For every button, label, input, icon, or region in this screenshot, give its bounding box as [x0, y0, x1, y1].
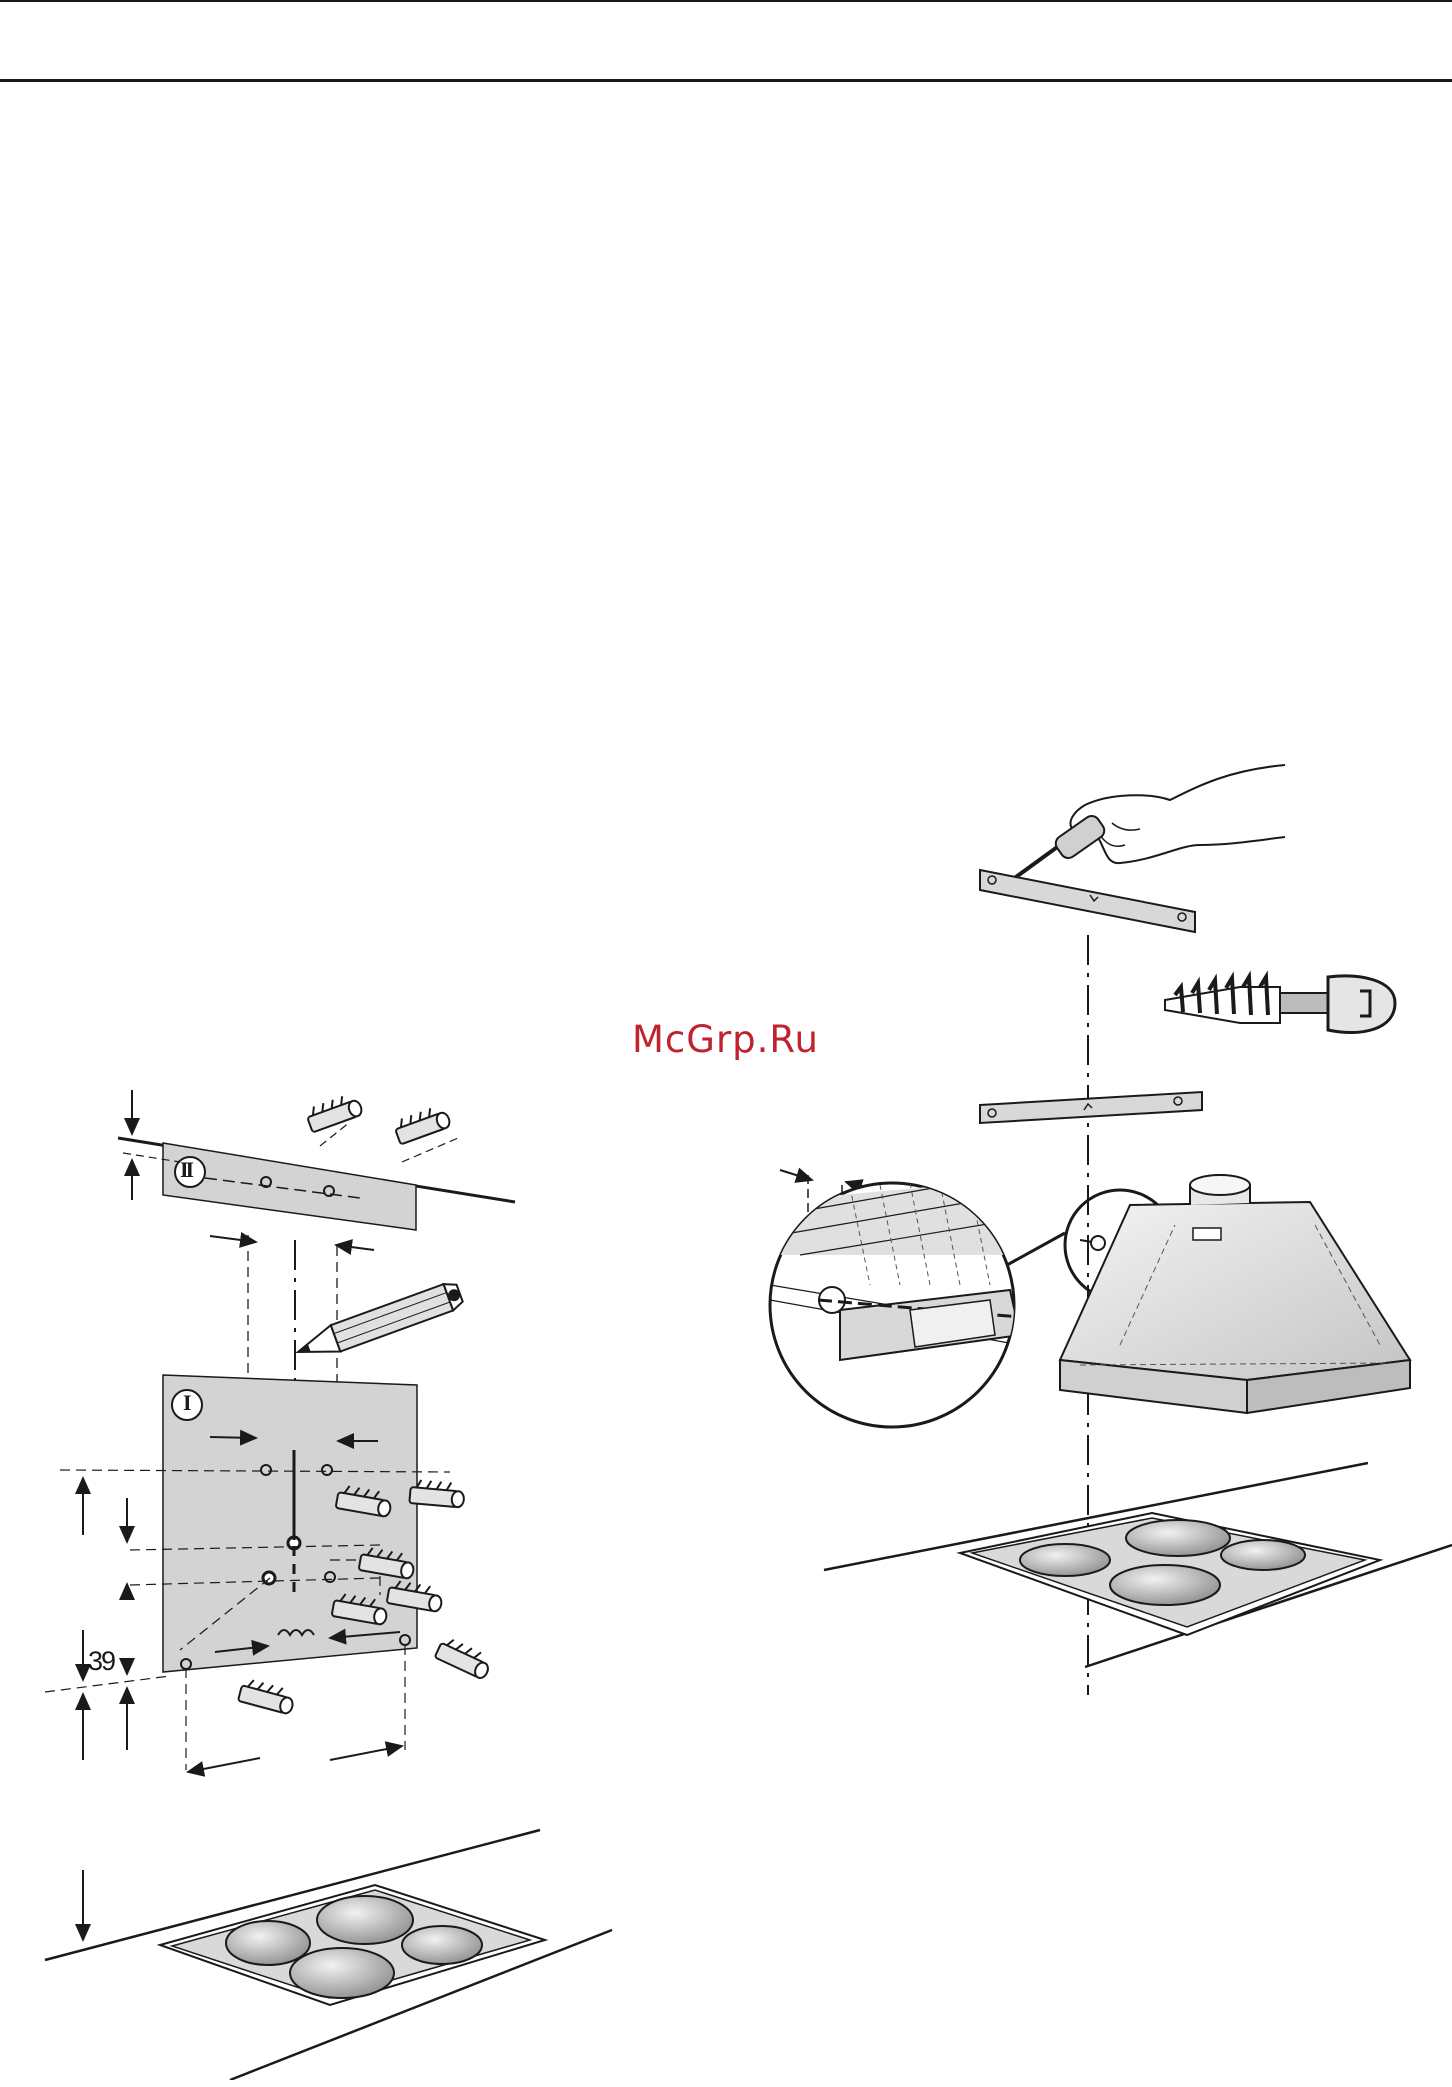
template-upper-symbol: II: [180, 1157, 191, 1183]
wall-plug-icon: [238, 1678, 296, 1715]
template-lower-symbol: I: [183, 1390, 192, 1416]
watermark-text: McGrp.Ru: [632, 1018, 819, 1061]
upper-template: [163, 1143, 416, 1230]
screw-icon: [1165, 976, 1395, 1033]
wall-bracket: [980, 1092, 1202, 1123]
cooker-hood-icon: [1060, 1175, 1410, 1413]
top-border: [0, 0, 1452, 2]
hand-icon: [1071, 765, 1285, 863]
top-bracket: [980, 870, 1195, 932]
hood-mounting-diagram: [760, 745, 1452, 1695]
header-rule: [0, 79, 1452, 82]
wall-plug-icon: [435, 1635, 494, 1680]
template-installation-diagram: [30, 1070, 630, 2080]
wall-plug-icon: [393, 1103, 452, 1144]
lower-template: [163, 1375, 417, 1672]
wall-plug-icon: [305, 1091, 364, 1132]
hob-icon: [160, 1885, 545, 2005]
pencil-icon: [293, 1280, 464, 1365]
dimension-label: 39: [88, 1646, 114, 1677]
screwdriver-icon: [1005, 813, 1107, 885]
magnifier-detail-icon: [760, 1155, 1065, 1427]
